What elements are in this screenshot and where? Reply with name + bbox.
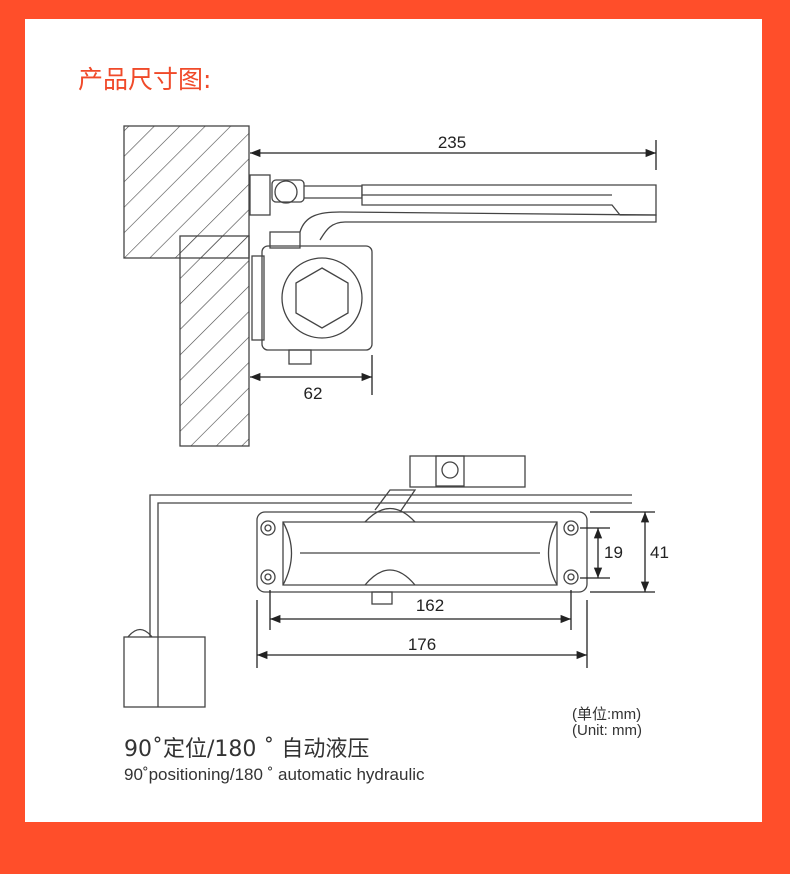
weight-block <box>123 628 206 708</box>
screw-hole <box>260 520 276 536</box>
caption-cn: 90˚定位/180 ˚ 自动液压 <box>124 737 370 762</box>
dim-235: 235 <box>438 133 466 152</box>
dim-41: 41 <box>650 543 669 562</box>
unit-cn: (单位:mm) <box>572 706 642 723</box>
wall-lower <box>179 235 250 447</box>
screw-hole <box>563 520 579 536</box>
body-top-view <box>251 231 373 365</box>
unit-note: (单位:mm) (Unit: mm) <box>572 707 642 739</box>
dim-62: 62 <box>304 384 323 403</box>
caption-en: 90˚positioning/180 ˚ automatic hydraulic <box>124 765 425 784</box>
screw-hole <box>260 569 276 585</box>
body-front-view <box>256 511 588 593</box>
dim-162: 162 <box>416 596 444 615</box>
screw-hole <box>563 569 579 585</box>
bracket <box>409 455 526 488</box>
arm-front-view <box>149 489 632 637</box>
page-title: 产品尺寸图: <box>78 65 212 94</box>
dim-176: 176 <box>408 635 436 654</box>
unit-en: (Unit: mm) <box>572 722 642 739</box>
arm-top-view <box>249 174 657 241</box>
dim-19: 19 <box>604 543 623 562</box>
